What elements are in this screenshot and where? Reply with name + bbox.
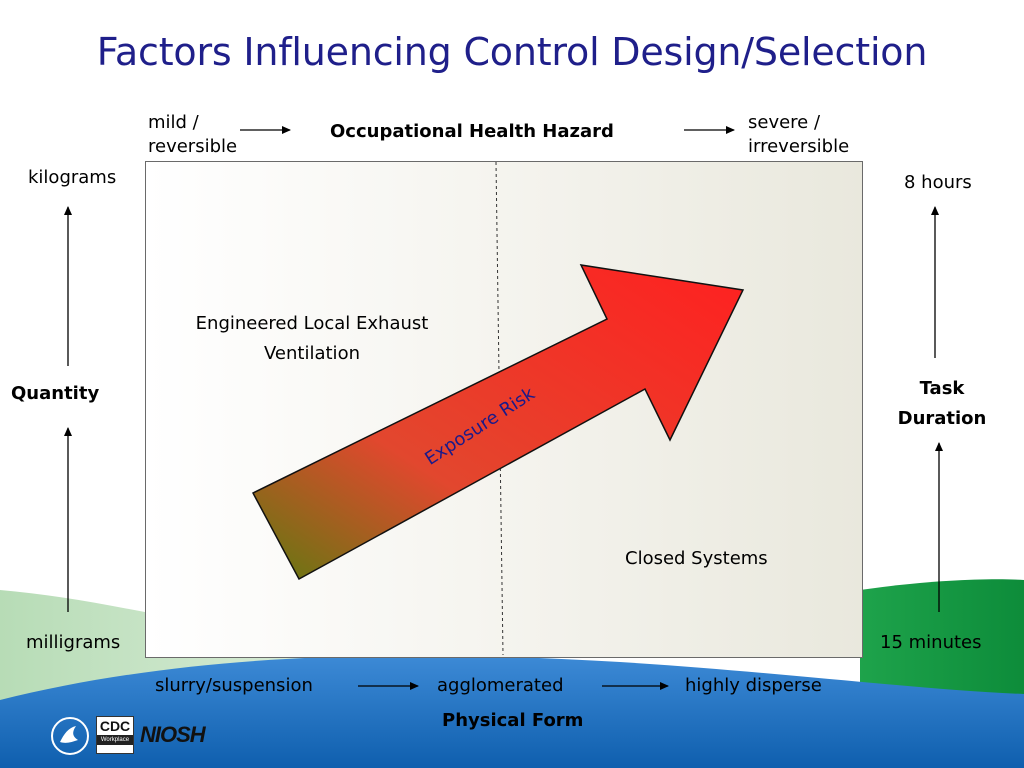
form-middle-label: agglomerated [437,675,564,696]
closed-systems-label: Closed Systems [625,548,768,569]
hazard-low-label: mild / reversible [148,111,237,159]
hazard-high-line2: irreversible [748,136,850,157]
duration-axis-line2: Duration [897,408,987,429]
duration-low-label: 15 minutes [880,632,982,653]
form-left-label: slurry/suspension [155,675,313,696]
cdc-workplace-text: Workplace [97,735,133,745]
blue-band-shape [0,655,1024,768]
duration-high-label: 8 hours [904,172,972,193]
hhs-eagle-logo-icon [51,717,89,755]
quantity-low-label: milligrams [26,632,121,653]
right-hill-shape [860,579,1024,700]
hazard-low-line1: mild / [148,112,199,133]
niosh-logo: NIOSH [140,722,206,747]
quantity-axis-label: Quantity [11,383,100,404]
duration-axis-line1: Task [919,378,965,399]
lev-region-label: Engineered Local Exhaust Ventilation [170,309,454,369]
exposure-risk-arrow [251,264,745,581]
form-axis-label: Physical Form [442,710,584,731]
form-right-label: highly disperse [685,675,822,696]
cdc-logo: CDC Workplace [96,716,134,754]
quantity-high-label: kilograms [28,167,117,188]
hazard-axis-label: Occupational Health Hazard [330,121,614,142]
page-title: Factors Influencing Control Design/Selec… [96,30,928,74]
lev-line2: Ventilation [264,343,360,364]
hazard-high-label: severe / irreversible [748,111,849,159]
lev-line1: Engineered Local Exhaust [195,313,429,334]
cdc-logo-text: CDC [99,718,131,734]
hazard-low-line2: reversible [148,136,238,157]
duration-axis-label: Task Duration [890,377,994,431]
hazard-high-line1: severe / [748,112,821,133]
